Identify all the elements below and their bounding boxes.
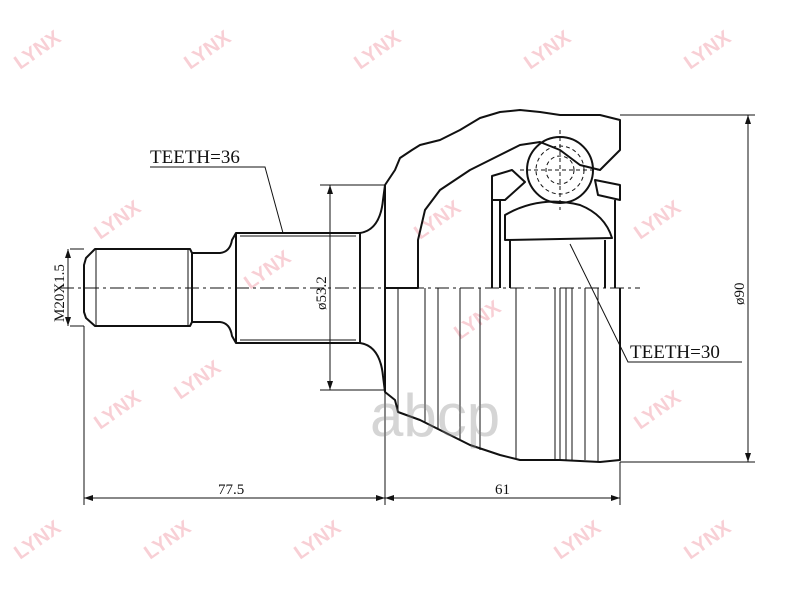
threaded-end — [83, 248, 193, 327]
lynx-watermark: LYNX — [630, 386, 685, 434]
lynx-watermark: LYNX — [170, 356, 225, 404]
lynx-watermark: LYNX — [10, 26, 65, 74]
lynx-watermark: LYNX — [630, 196, 685, 244]
lynx-watermark: LYNX — [520, 26, 575, 74]
lynx-watermark: LYNX — [240, 246, 295, 294]
lynx-watermark: LYNX — [290, 516, 345, 564]
outer-race-exterior — [384, 288, 621, 463]
abcp-watermark: abcp — [370, 382, 500, 449]
lynx-watermark: LYNX — [10, 516, 65, 564]
lynx-watermark: LYNX — [140, 516, 195, 564]
shaft-neck — [192, 232, 237, 344]
outer-race-section — [384, 109, 621, 289]
lynx-watermark: LYNX — [450, 296, 505, 344]
lynx-watermark: LYNX — [180, 26, 235, 74]
outer-diameter-label: ø90 — [732, 283, 748, 306]
dimension-lines — [67, 114, 755, 505]
lynx-watermark: LYNX — [550, 516, 605, 564]
lynx-watermark-layer: LYNX LYNX LYNX LYNX LYNX LYNX LYNX LYNX LYNX LYNX… — [10, 26, 735, 564]
lynx-watermark: LYNX — [680, 26, 735, 74]
shaft-length-label: 77.5 — [218, 482, 244, 498]
thread-label: M20X1.5 — [52, 264, 68, 322]
cage-section — [491, 169, 526, 201]
spline-shaft — [235, 232, 361, 344]
teeth-30-label: TEETH=30 — [630, 342, 720, 363]
lynx-watermark: LYNX — [680, 516, 735, 564]
lynx-watermark: LYNX — [90, 386, 145, 434]
inner-race-section — [504, 200, 613, 241]
teeth-36-label: TEETH=36 — [150, 147, 240, 168]
lynx-watermark: LYNX — [90, 196, 145, 244]
flange-fillet — [359, 184, 386, 393]
shaft-diameter-label: ø53.2 — [314, 276, 330, 310]
lynx-watermark: LYNX — [350, 26, 405, 74]
body-length-label: 61 — [495, 482, 510, 498]
